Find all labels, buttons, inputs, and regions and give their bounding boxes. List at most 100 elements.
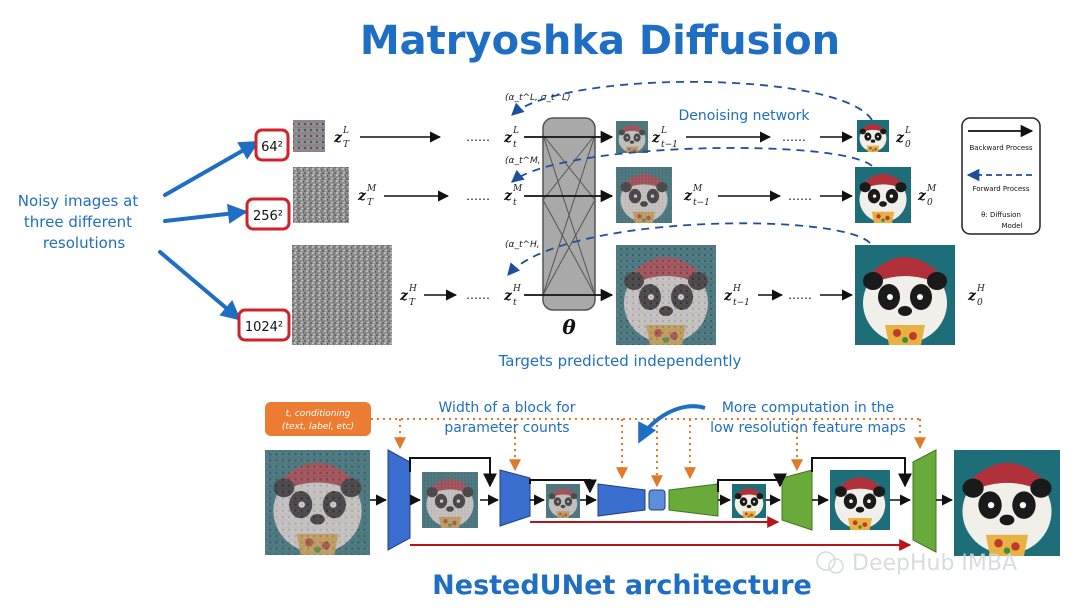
svg-text:(α_t^M, σ_t^M): (α_t^M, σ_t^M) [505,156,576,166]
svg-text:64²: 64² [261,140,283,155]
unet-feature-image-1 [422,472,478,528]
width-note-line-1: Width of a block for [439,400,576,416]
svg-text:T: T [343,140,350,150]
svg-text:z: z [895,130,905,146]
svg-text:……: …… [782,130,806,144]
decoder-block-3 [912,449,937,553]
z-t1-L-label: z L t−1 [651,126,678,150]
left-note-line-3: resolutions [43,234,125,252]
noise-image-low [293,120,325,152]
width-note-line-2: parameter counts [444,420,569,436]
left-note-arrows [158,141,260,321]
svg-text:M: M [926,184,937,194]
noise-image-high [292,245,392,345]
svg-text:z: z [503,188,513,204]
svg-text:H: H [976,284,985,294]
predicted-image-low [616,121,648,153]
svg-text:(α_t^L, σ_t^L): (α_t^L, σ_t^L) [505,93,571,103]
unet-input-image [265,450,370,555]
svg-text:……: …… [466,189,490,203]
unet-feature-image-4 [830,470,890,530]
svg-text:t−1: t−1 [733,298,750,308]
bottleneck-block [648,489,666,511]
encoder-block-2 [499,469,531,527]
z-0-L-label: z L 0 [895,126,911,150]
network-arrows [524,130,614,302]
final-image-mid [855,167,911,223]
svg-text:T: T [409,298,416,308]
unet-feature-image-2 [546,484,580,518]
decoder-block-2 [781,469,813,531]
svg-text:(text, label, etc): (text, label, etc) [282,422,354,432]
svg-text:z: z [917,188,927,204]
alpha-labels: (α_t^L, σ_t^L) (α_t^M, σ_t^M) (α_t^H, σ_… [505,93,576,250]
final-image-high [855,245,955,345]
svg-text:z: z [503,130,513,146]
svg-text:0: 0 [905,140,911,150]
z-t-H-label: z H t [503,284,521,308]
svg-text:(α_t^H, σ_t^H): (α_t^H, σ_t^H) [505,240,574,250]
unet-feature-image-3 [732,484,766,518]
res-box-1024: 1024² [237,308,291,342]
svg-text:L: L [904,126,911,136]
svg-text:z: z [357,188,367,204]
svg-text:0: 0 [927,198,933,208]
diffusion-network-theta [542,117,596,311]
z-t-M-label: z M t [503,184,523,208]
z-0-H-label: z H 0 [967,284,985,308]
z-T-M-label: z M T [357,184,377,208]
svg-text:……: …… [466,130,490,144]
z-T-H-label: z H T [399,284,417,308]
page-title: Matryoshka Diffusion [360,18,840,64]
left-note-line-1: Noisy images at [18,192,139,210]
svg-text:256²: 256² [253,209,283,224]
conditioning-box: t, conditioning (text, label, etc) [265,402,371,436]
svg-text:H: H [512,284,521,294]
svg-text:……: …… [788,288,812,302]
left-note-line-2: three different [24,213,132,231]
legend-theta-label-2: Model [1001,222,1022,230]
final-image-low [857,120,889,152]
legend-forward-label: Forward Process [973,185,1030,193]
svg-text:t: t [513,298,517,308]
z-t1-M-label: z M t−1 [683,184,710,208]
denoising-network-label: Denoising network [679,108,811,124]
unet-skip-connections [410,516,912,551]
predicted-image-mid [616,167,672,223]
svg-text:z: z [333,130,343,146]
unet-title: NestedUNet architecture [432,570,812,601]
computation-note-arrow [638,404,706,444]
predicted-image-high [616,245,716,345]
unet-bracket-links [409,457,912,494]
unet-output-image [954,450,1060,556]
conditioning-dotted-lines [371,418,926,488]
computation-note-line-2: low resolution feature maps [710,420,906,436]
svg-text:z: z [651,130,661,146]
svg-text:z: z [967,288,977,304]
legend-theta-label: θ: Diffusion [981,211,1021,219]
svg-text:z: z [683,188,693,204]
left-note: Noisy images at three different resoluti… [18,192,139,252]
svg-text:z: z [399,288,409,304]
svg-text:1024²: 1024² [245,320,283,335]
svg-text:t−1: t−1 [693,198,710,208]
theta-symbol: θ [562,315,576,339]
z-t-L-label: z L t [503,126,519,150]
svg-text:……: …… [788,189,812,203]
svg-text:z: z [503,288,513,304]
watermark: DeepHub IMBA [816,551,1017,576]
svg-text:M: M [692,184,703,194]
ellipsis-right: …… …… …… [782,130,812,302]
svg-text:DeepHub IMBA: DeepHub IMBA [852,551,1017,576]
encoder-block-1 [387,449,411,551]
targets-predicted-label: Targets predicted independently [498,352,742,370]
res-box-64: 64² [254,128,290,162]
svg-text:M: M [366,184,377,194]
svg-text:0: 0 [977,298,983,308]
backward-arrows-left [360,131,458,301]
encoder-block-3 [597,483,646,517]
z-t1-H-label: z H t−1 [723,284,750,308]
svg-text:T: T [367,198,374,208]
decoder-block-1 [668,483,719,517]
svg-text:L: L [660,126,667,136]
